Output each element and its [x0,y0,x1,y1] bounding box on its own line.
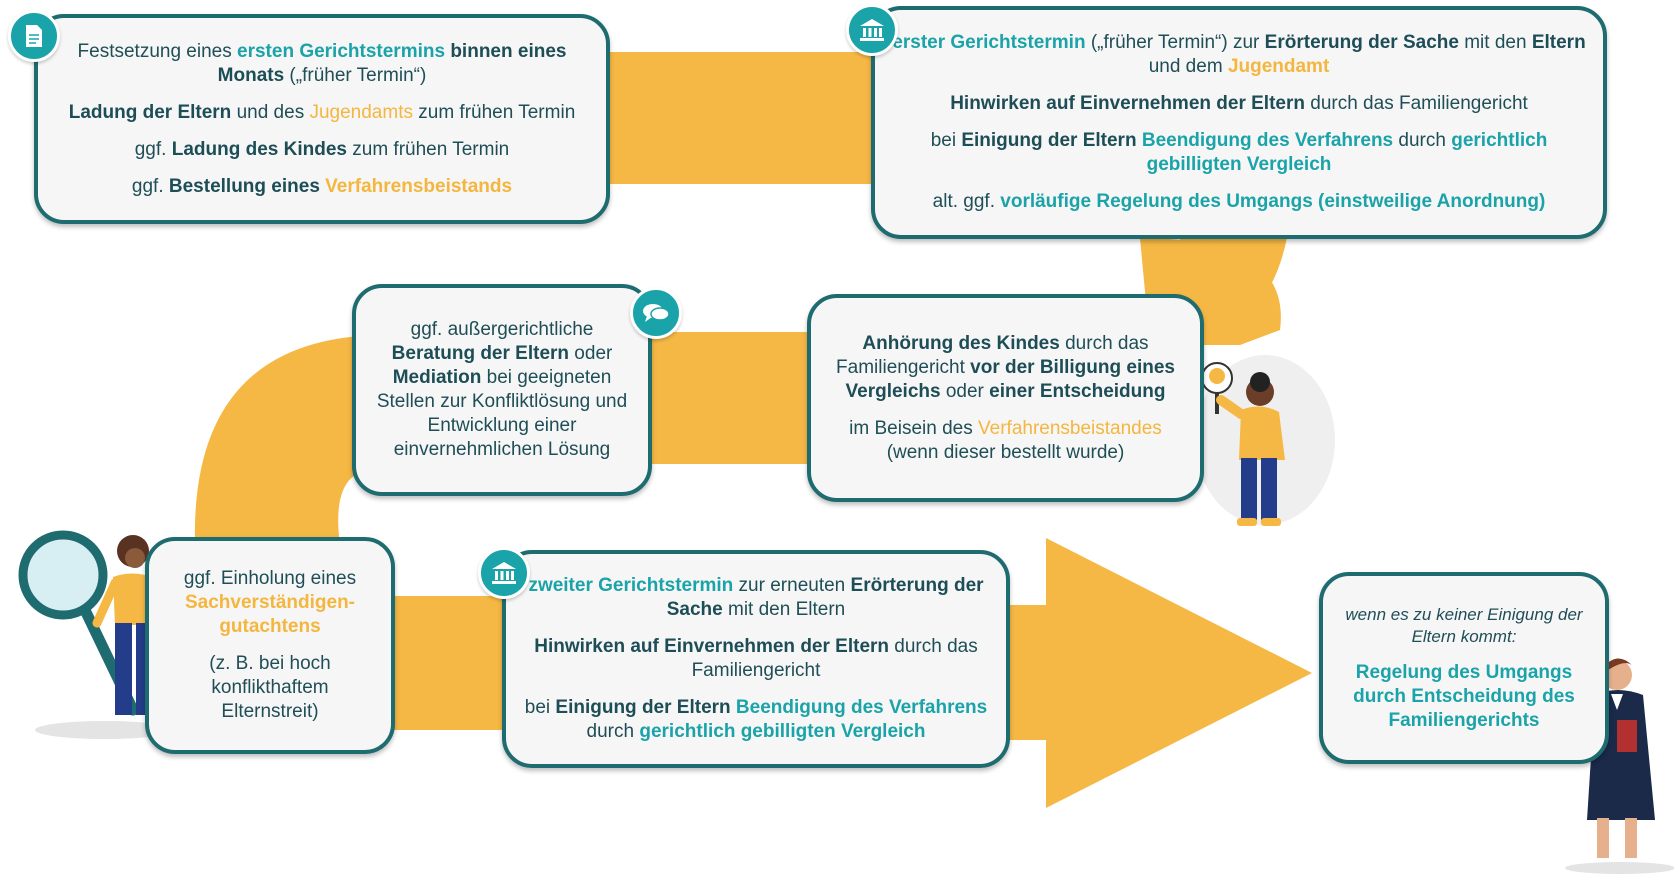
step-counseling-mediation: ggf. außergerichtliche Beratung der Elte… [352,284,652,496]
text: (z. B. bei hoch konflikthaftem Elternstr… [209,653,331,722]
step2-line1: erster Gerichtstermin („früher Termin“) … [889,31,1589,79]
text: oder [569,343,613,364]
text: („früher Termin“) [284,64,427,86]
step7-result: Regelung des Umgangs durch Entscheidung … [1353,661,1575,731]
text: ggf. außergerichtliche [410,319,594,340]
text: Beratung der Eltern [391,343,570,364]
text: ggf. [131,175,169,197]
text: Beendigung des Verfahrens [1136,130,1394,151]
step-court-decision: wenn es zu keiner Einigung der Eltern ko… [1319,572,1609,764]
step5-line1: ggf. Einholung eines Sachverständigen-gu… [163,567,377,639]
text: Erörterung der Sache [666,575,984,620]
text: zur erneuten [733,575,851,596]
text: ggf. Einholung eines [183,568,357,589]
chat-bubbles-icon [630,287,682,339]
step-expert-opinion: ggf. Einholung eines Sachverständigen-gu… [145,537,395,754]
step1-line4: ggf. Bestellung eines Verfahrensbeistand… [52,175,592,199]
step5-line2: (z. B. bei hoch konflikthaftem Elternstr… [163,652,377,724]
step2-line3: bei Einigung der Eltern Beendigung des V… [889,129,1589,177]
text: („früher Termin“) zur [1085,32,1265,53]
text: Verfahrensbeistands [325,175,513,197]
step2-line4: alt. ggf. vorläufige Regelung des Umgang… [889,190,1589,214]
courthouse-icon [478,547,530,599]
text: durch das Familiengericht [691,636,978,681]
text: und dem [1148,56,1228,77]
text: mit den [1458,32,1532,53]
text: oder [940,380,990,402]
text: Erörterung der Sache [1264,32,1459,53]
text: Hinwirken auf Einvernehmen der Eltern [534,636,890,657]
text: gerichtlich gebilligten Vergleich [1146,130,1548,175]
text: gutachtens [219,616,321,637]
text: einer Entscheidung [989,380,1166,402]
text: alt. ggf. [932,191,1001,212]
step-second-court-hearing: zweiter Gerichtstermin zur erneuten Erör… [502,550,1010,768]
text: durch das Familiengericht [1304,93,1528,114]
text: Beendigung des Verfahrens [730,697,988,718]
text: vor der Billigung eines Vergleichs [845,356,1175,402]
text: (wenn dieser bestellt wurde) [886,441,1125,463]
step3-text: ggf. außergerichtliche Beratung der Elte… [370,318,634,462]
text: Jugendamts [309,101,413,123]
text: im Beisein des [849,417,979,439]
text: Einigung der Eltern [555,697,731,718]
child-with-lightbulb-illustration [1195,355,1335,526]
step2-line2: Hinwirken auf Einvernehmen der Eltern du… [889,92,1589,116]
step1-line2: Ladung der Eltern und des Jugendamts zum… [52,101,592,125]
text: Eltern [1531,32,1586,53]
text: zum frühen Termin [346,138,510,160]
step6-line3: bei Einigung der Eltern Beendigung des V… [520,696,992,744]
text: durch das Familiengericht [836,332,1149,378]
text: Ladung der Eltern [68,101,232,123]
step-first-hearing-scheduling: Festsetzung eines ersten Gerichtstermins… [34,14,610,224]
text: Festsetzung eines [77,40,238,62]
text: Bestellung eines [168,175,326,197]
text: erster Gerichtstermin [892,32,1086,53]
text: Ladung des Kindes [171,138,347,160]
text: mit den Eltern [722,599,846,620]
step7-condition: wenn es zu keiner Einigung der Eltern ko… [1345,604,1583,646]
text: Verfahrensbeistandes [978,417,1162,439]
step6-line2: Hinwirken auf Einvernehmen der Eltern du… [520,635,992,683]
step4-line1: Anhörung des Kindes durch das Familienge… [825,332,1186,404]
step1-line1: Festsetzung eines ersten Gerichtstermins… [52,40,592,88]
text: ggf. [134,138,172,160]
step-child-hearing: Anhörung des Kindes durch das Familienge… [807,294,1204,502]
text: bei geeigneten Stellen zur Konfliktlösun… [376,367,628,460]
text: zum frühen Termin [412,101,576,123]
text: Mediation [392,367,482,388]
text: bei [930,130,962,151]
text: Jugendamt [1227,56,1330,77]
text: binnen eines Monats [217,40,567,86]
step1-line3: ggf. Ladung des Kindes zum frühen Termin [52,138,592,162]
text: Sachverständigen- [185,592,355,613]
text: und des [231,101,310,123]
text: gerichtlich gebilligten Vergleich [639,721,926,742]
document-icon [8,10,60,62]
step6-line1: zweiter Gerichtstermin zur erneuten Erör… [520,574,992,622]
text: vorläufige Regelung des Umgangs (einstwe… [1000,191,1546,212]
text: bei [524,697,556,718]
text: durch [586,721,640,742]
text: durch [1393,130,1452,151]
courthouse-icon [846,4,898,56]
step-first-court-hearing: erster Gerichtstermin („früher Termin“) … [871,6,1607,239]
text: Hinwirken auf Einvernehmen der Eltern [950,93,1305,114]
step4-line2: im Beisein des Verfahrensbeistandes(wenn… [825,417,1186,465]
text: ersten Gerichtstermins [237,40,446,62]
text: zweiter Gerichtstermin [528,575,734,596]
text: Einigung der Eltern [961,130,1137,151]
text: Anhörung des Kindes [862,332,1060,354]
